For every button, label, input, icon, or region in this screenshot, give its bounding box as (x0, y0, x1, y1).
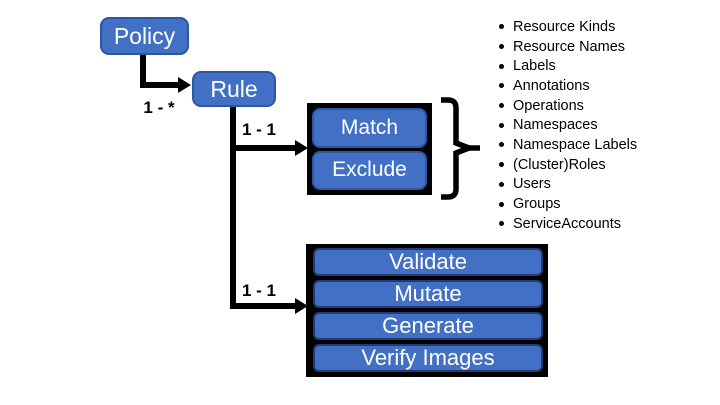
cardinality-policy-rule: 1 - * (143, 98, 175, 117)
match-node: Match (312, 108, 427, 148)
bullet-icon (499, 103, 504, 109)
rule-node: Rule (192, 71, 276, 107)
validate-label: Validate (389, 249, 467, 274)
list-item: Namespaces (494, 115, 637, 135)
mutate-label: Mutate (394, 281, 462, 306)
list-item-label: Operations (513, 97, 584, 114)
list-item: Resource Names (494, 37, 637, 57)
bullet-icon (499, 201, 504, 207)
list-item: Operations (494, 96, 637, 116)
policy-node: Policy (100, 17, 189, 55)
list-item-label: ServiceAccounts (513, 215, 621, 232)
bullet-icon (499, 122, 504, 128)
list-item-label: Users (513, 176, 551, 193)
list-item-label: Namespaces (513, 117, 598, 134)
list-item-label: Resource Names (513, 38, 626, 55)
bullet-icon (499, 162, 504, 168)
rule-match-connector (233, 145, 295, 151)
generate-node: Generate (313, 312, 543, 340)
match-label: Match (340, 115, 399, 139)
match-exclude-container: Match Exclude (307, 103, 432, 195)
bullet-icon (499, 44, 504, 50)
bullet-icon (499, 221, 504, 227)
cardinality-rule-actions: 1 - 1 (241, 281, 277, 300)
list-item-label: Groups (513, 196, 561, 213)
exclude-node: Exclude (312, 150, 427, 190)
verify-images-label: Verify Images (361, 345, 495, 370)
rule-trunk-connector (230, 107, 236, 309)
list-item: (Cluster)Roles (494, 155, 637, 175)
list-item: ServiceAccounts (494, 214, 637, 234)
policy-label: Policy (113, 22, 176, 49)
list-item-label: (Cluster)Roles (513, 156, 606, 173)
list-item: Groups (494, 194, 637, 214)
list-item: Annotations (494, 76, 637, 96)
policy-rule-connector-horizontal (140, 82, 179, 88)
list-item: Namespace Labels (494, 135, 637, 155)
rule-actions-connector (233, 303, 295, 309)
exclude-label: Exclude (332, 158, 407, 182)
actions-container: Validate Mutate Generate Verify Images (306, 244, 548, 377)
validate-node: Validate (313, 248, 543, 276)
policy-rule-arrowhead-icon (178, 77, 191, 93)
generate-label: Generate (382, 313, 474, 338)
rule-actions-arrowhead-icon (295, 298, 308, 314)
bullet-icon (499, 63, 504, 69)
list-item: Resource Kinds (494, 17, 637, 37)
mutate-node: Mutate (313, 280, 543, 308)
rule-label: Rule (210, 75, 258, 102)
list-item: Labels (494, 56, 637, 76)
brace-icon (441, 97, 480, 200)
verify-images-node: Verify Images (313, 344, 543, 372)
bullet-icon (499, 181, 504, 187)
list-item-label: Annotations (513, 77, 590, 94)
bullet-icon (499, 142, 504, 148)
bullet-icon (499, 24, 504, 30)
list-item-label: Labels (513, 58, 556, 75)
bullet-icon (499, 83, 504, 89)
list-item: Users (494, 175, 637, 195)
list-item-label: Namespace Labels (513, 136, 638, 153)
list-item-label: Resource Kinds (513, 18, 616, 35)
match-attributes-list: Resource Kinds Resource Names Labels Ann… (494, 17, 637, 234)
rule-match-arrowhead-icon (295, 140, 308, 156)
cardinality-rule-match: 1 - 1 (241, 120, 277, 139)
policy-rule-connector-vertical (140, 55, 146, 88)
